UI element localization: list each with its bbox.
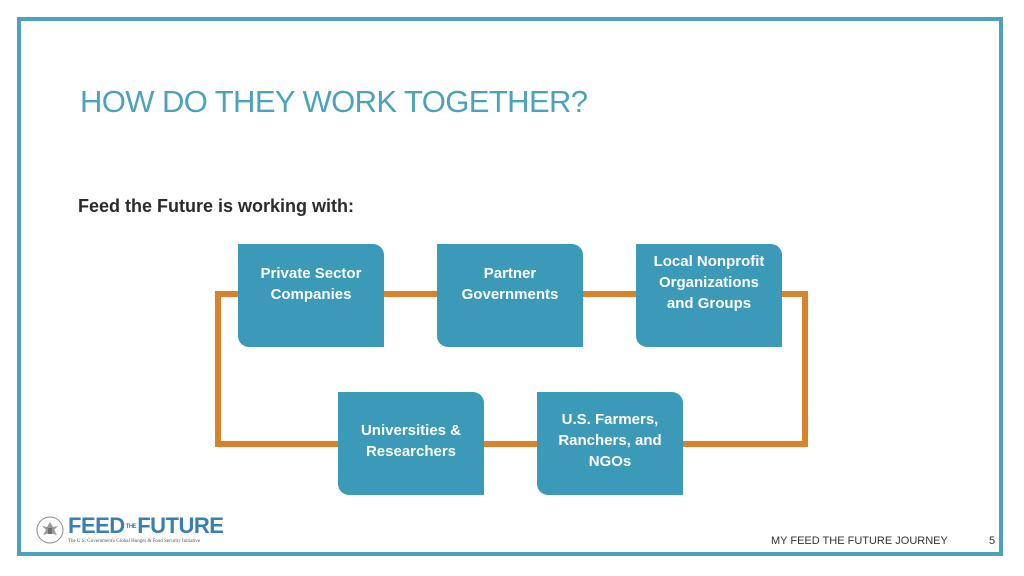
node-label: Private Sector Companies (260, 264, 362, 303)
node-label: Partner Governments (461, 264, 559, 303)
logo-wordmark-feed: FEED (68, 512, 125, 538)
connector-line (215, 291, 808, 447)
node-partner-governments: Partner Governments (437, 244, 583, 347)
node-label: Local Nonprofit Organizations and Groups (653, 253, 765, 312)
node-private-sector: Private Sector Companies (238, 244, 384, 347)
logo-wordmark-the: THE (125, 524, 137, 531)
node-label: Universities & Researchers (360, 421, 462, 460)
node-universities: Universities & Researchers (338, 392, 484, 495)
logo-wordmark-future: FUTURE (137, 512, 224, 538)
node-us-farmers: U.S. Farmers, Ranchers, and NGOs (537, 392, 683, 495)
page-number: 5 (989, 535, 996, 547)
slide-title: HOW DO THEY WORK TOGETHER? (80, 84, 588, 119)
slide-subtitle: Feed the Future is working with: (78, 196, 355, 216)
node-label: U.S. Farmers, Ranchers, and NGOs (558, 411, 662, 470)
node-local-nonprofits: Local Nonprofit Organizations and Groups (636, 244, 782, 347)
footer-title: MY FEED THE FUTURE JOURNEY (771, 535, 948, 547)
feed-the-future-logo: FEEDTHEFUTURE The U.S. Government's Glob… (36, 512, 224, 547)
logo-tagline: The U.S. Government's Global Hunger & Fo… (68, 539, 200, 545)
usaid-seal-icon (36, 516, 64, 544)
slide-frame (17, 17, 1003, 556)
